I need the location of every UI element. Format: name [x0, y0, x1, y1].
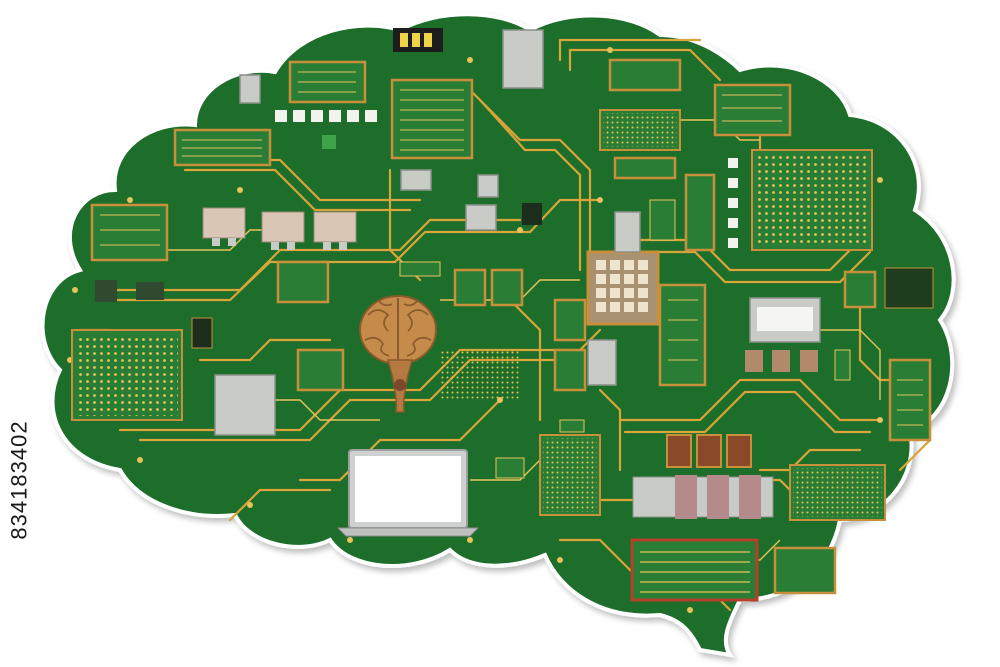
- capacitor-icon: [696, 434, 722, 468]
- lcd-screen: [757, 307, 813, 331]
- chip-icon: [276, 260, 330, 304]
- brain-icon: [359, 295, 437, 413]
- chip-icon: [613, 156, 677, 180]
- capacitor-icon: [666, 434, 692, 468]
- resistor-icon: [202, 207, 246, 246]
- chip-icon: [90, 203, 169, 262]
- chip-icon: [658, 283, 707, 387]
- stock-id-label: 834183402: [7, 420, 32, 540]
- cpu-chip: [586, 250, 660, 326]
- chip-icon: [453, 268, 487, 307]
- chip-pin-lines: [100, 71, 923, 426]
- chip-icon: [608, 58, 682, 92]
- chip-icon: [684, 173, 716, 252]
- chip-icon: [553, 348, 587, 392]
- chip-icon: [553, 298, 587, 342]
- laptop-icon: [336, 449, 480, 537]
- chip-icon: [296, 348, 345, 392]
- chip-icon: [713, 83, 792, 137]
- led-indicators: [322, 33, 432, 149]
- dot-grid-chips: [71, 109, 886, 521]
- chip-icon: [390, 78, 474, 160]
- resistors: [202, 207, 357, 250]
- chip-icon: [773, 546, 837, 595]
- laptop-screen: [355, 456, 461, 522]
- side-id-text: 834183402: [2, 330, 38, 630]
- dark-components: [95, 28, 934, 349]
- chip-icon: [888, 358, 932, 442]
- display-chip: [630, 538, 759, 602]
- capacitors: [666, 350, 818, 468]
- resistor-icon: [261, 211, 305, 250]
- connector-strip: [632, 475, 774, 519]
- smd-pads: [275, 110, 738, 248]
- small-ics: [399, 199, 851, 479]
- chip-icon: [843, 270, 877, 309]
- resistor-icon: [313, 211, 357, 250]
- chip-icon: [490, 268, 524, 307]
- capacitor-icon: [726, 434, 752, 468]
